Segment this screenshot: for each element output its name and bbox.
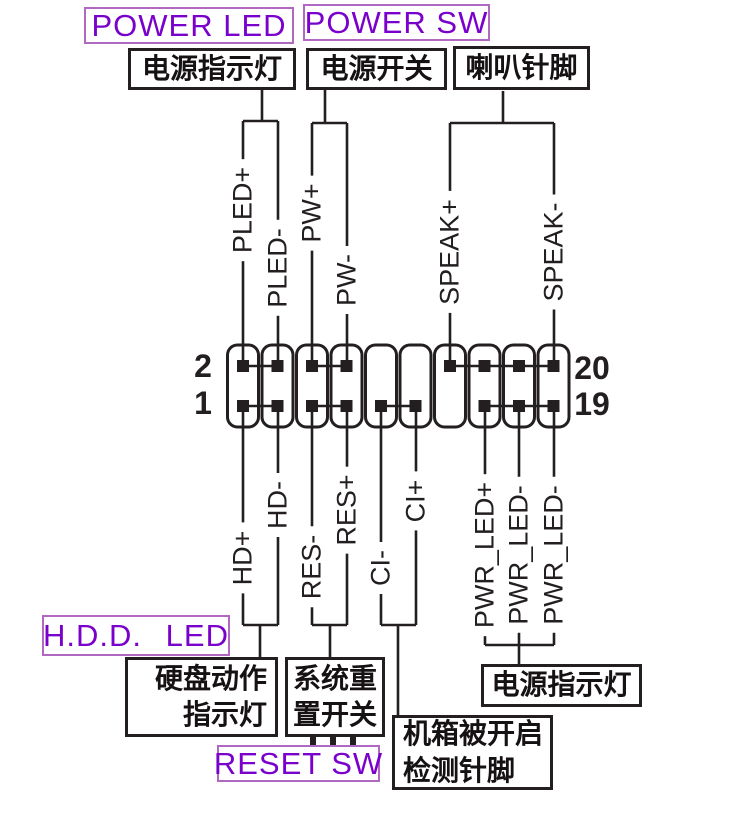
pin-number-2: 2	[194, 348, 212, 384]
pin-number-1: 1	[194, 385, 212, 421]
system-reset-line2: 置开关	[292, 699, 377, 730]
hdd-activity-line1: 硬盘动作	[154, 662, 267, 694]
reset-sw-english-label: RESET SW	[213, 745, 384, 782]
pin-label-pw-minus: PW-	[331, 246, 363, 314]
pin-label-speak-minus: SPEAK-	[538, 194, 570, 310]
system-reset-switch-box: 系统重 置开关	[285, 657, 385, 737]
power-indicator-box-top: 电源指示灯	[128, 48, 296, 90]
pin-number-20: 20	[574, 350, 610, 386]
pin-label-pw-plus: PW+	[296, 175, 328, 251]
pin-label-speak-plus: SPEAK+	[434, 191, 466, 313]
pin-label-hd-plus: HD+	[227, 522, 259, 594]
pin-label-ci-minus: CI-	[365, 542, 397, 594]
pin-squares-top-row	[237, 360, 560, 372]
chassis-intrusion-line1: 机箱被开启	[403, 718, 544, 750]
speaker-pins-box: 喇叭针脚	[453, 46, 590, 90]
pin-label-pwr-led-minus-1: PWR_LED-	[503, 477, 535, 633]
system-reset-line1: 系统重	[292, 662, 377, 694]
pin-label-pwr-led-minus-2: PWR_LED-	[538, 477, 570, 633]
pin-label-res-minus: RES-	[296, 526, 328, 608]
chassis-intrusion-box: 机箱被开启 检测针脚	[392, 715, 553, 790]
power-indicator-box-bottom: 电源指示灯	[481, 664, 642, 707]
hdd-activity-line2: 指示灯	[182, 699, 267, 730]
pin-label-pwr-led-plus: PWR_LED+	[469, 473, 501, 637]
hdd-led-english-label: H.D.D. LED	[42, 615, 230, 656]
pin-label-pled-plus: PLED+	[227, 158, 259, 262]
pin-squares-bottom-row	[237, 400, 560, 412]
hdd-activity-indicator-box: 硬盘动作 指示灯	[125, 657, 278, 737]
power-led-english-label: POWER LED	[84, 7, 294, 44]
pin-label-hd-minus: HD-	[262, 473, 294, 537]
power-sw-english-label: POWER SW	[303, 4, 490, 41]
pin-label-pled-minus: PLED-	[262, 220, 294, 316]
pin-label-ci-plus: CI+	[400, 471, 432, 531]
chassis-intrusion-line2: 检测针脚	[403, 754, 516, 786]
top-leader-lines	[241, 89, 556, 366]
pin-number-19: 19	[574, 386, 610, 422]
pin-label-res-plus: RES+	[331, 466, 363, 554]
power-switch-box: 电源开关	[306, 48, 447, 90]
